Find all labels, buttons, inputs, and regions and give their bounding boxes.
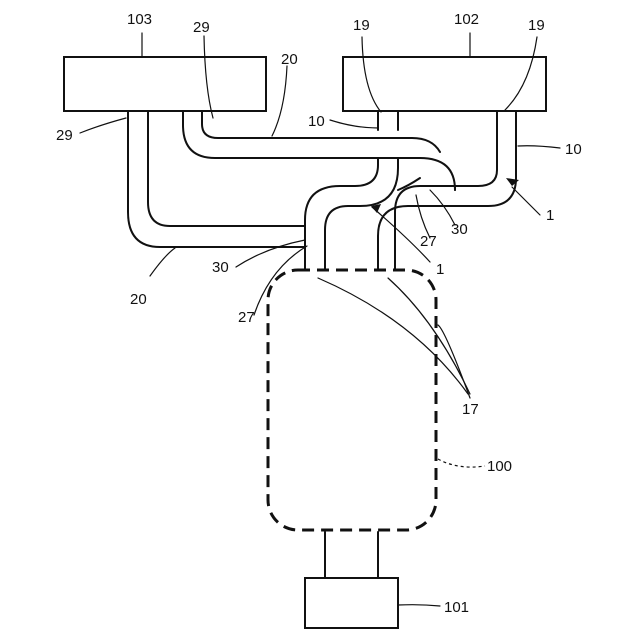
- unit-100: [268, 270, 436, 530]
- label-30-left: 30: [212, 259, 229, 276]
- label-1-right: 1: [546, 207, 554, 224]
- label-100: 100: [487, 458, 512, 475]
- bottom-connector: [325, 532, 378, 578]
- box-103: [64, 57, 266, 111]
- arrow-head-1-right: [506, 178, 519, 186]
- label-20-bottom: 20: [130, 291, 147, 308]
- label-17: 17: [462, 401, 479, 418]
- label-1-center: 1: [436, 261, 444, 278]
- label-103: 103: [127, 11, 152, 28]
- label-27-left: 27: [238, 309, 255, 326]
- label-30-right: 30: [451, 221, 468, 238]
- label-29-top: 29: [193, 19, 210, 36]
- box-101: [305, 578, 398, 628]
- label-10-left: 10: [308, 113, 325, 130]
- label-29-left: 29: [56, 127, 73, 144]
- label-102: 102: [454, 11, 479, 28]
- label-10-right: 10: [565, 141, 582, 158]
- pipe-20: [128, 111, 455, 247]
- label-27-right: 27: [420, 233, 437, 250]
- label-101: 101: [444, 599, 469, 616]
- box-102: [343, 57, 546, 111]
- label-19-right: 19: [528, 17, 545, 34]
- label-19-left: 19: [353, 17, 370, 34]
- label-20-top: 20: [281, 51, 298, 68]
